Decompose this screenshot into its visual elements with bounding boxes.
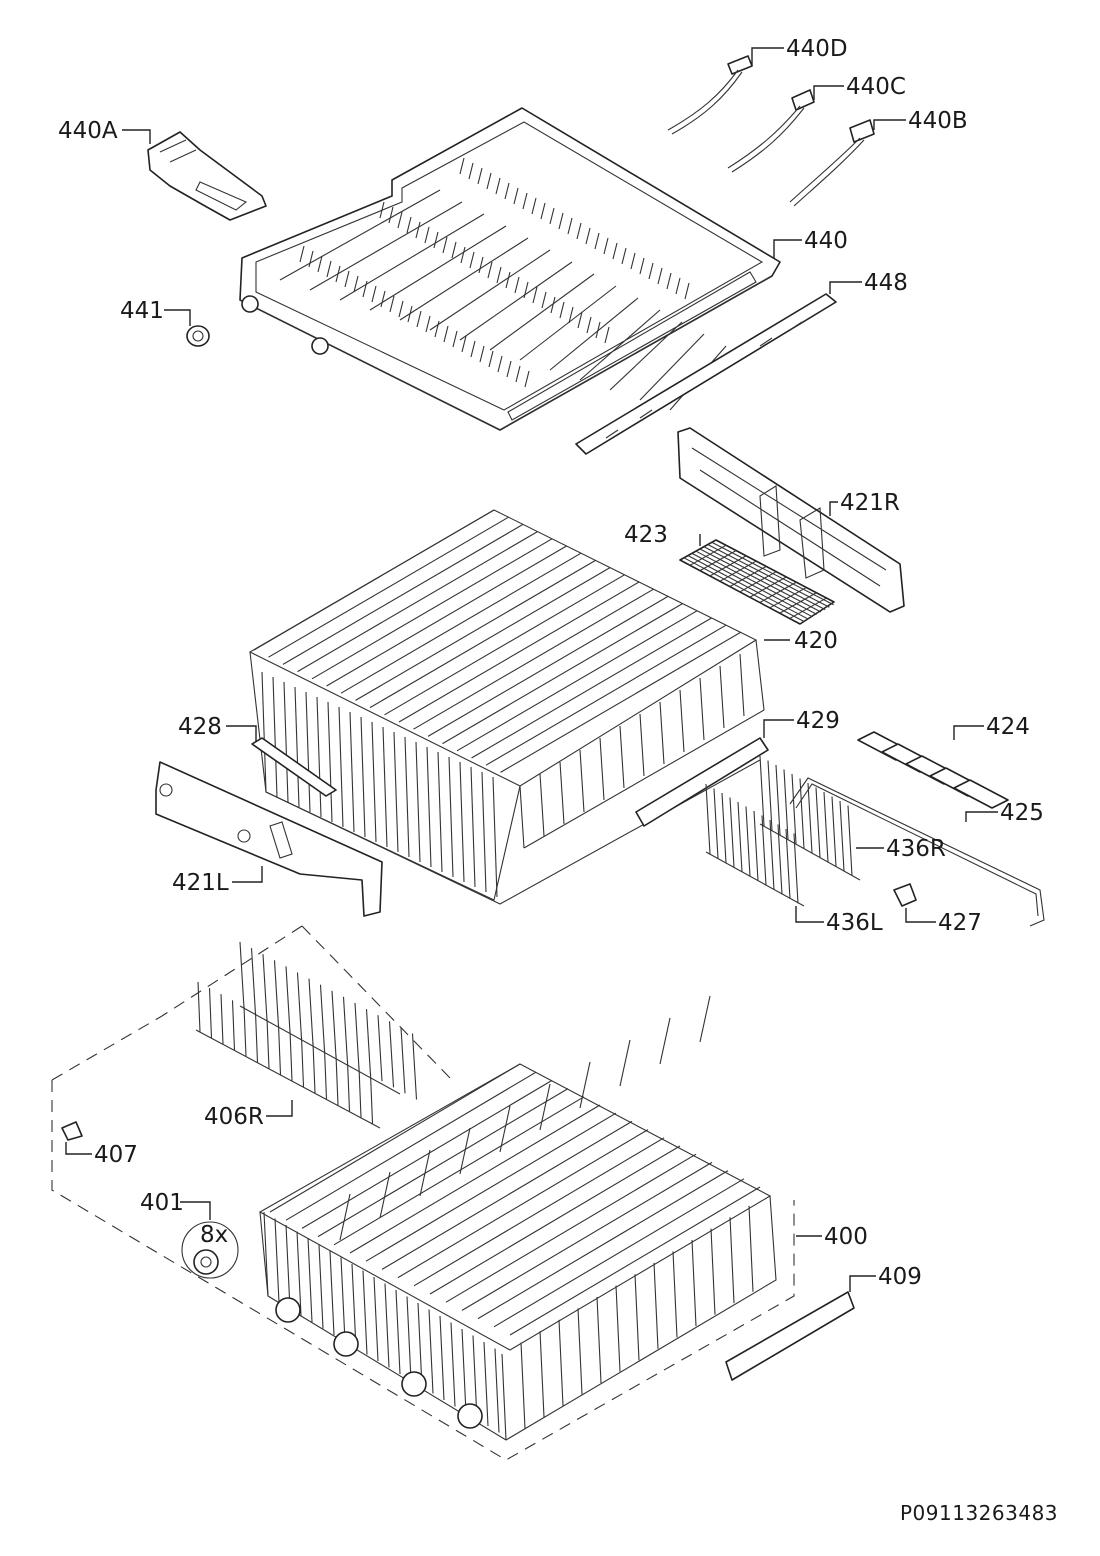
label-440C: 440C xyxy=(846,74,906,100)
label-401: 401 xyxy=(140,1190,184,1216)
part-427-clip xyxy=(893,883,917,907)
part-428-bar xyxy=(251,737,337,797)
lower-assembly-dashed-boundary xyxy=(51,925,795,1461)
label-448: 448 xyxy=(864,270,908,296)
label-406R: 406R xyxy=(204,1104,264,1130)
label-424: 424 xyxy=(986,714,1030,740)
label-423: 423 xyxy=(624,522,668,548)
part-401-wheel xyxy=(181,1221,239,1279)
leader-lines xyxy=(65,47,998,1292)
label-428: 428 xyxy=(178,714,222,740)
part-407-clip xyxy=(61,1121,83,1141)
part-429-handle xyxy=(635,737,769,827)
part-440A-clip xyxy=(147,131,267,221)
part-440B-rail xyxy=(789,119,875,207)
label-441: 441 xyxy=(120,298,164,324)
label-427: 427 xyxy=(938,910,982,936)
part-421R-rail xyxy=(677,427,905,613)
label-425: 425 xyxy=(1000,800,1044,826)
label-407: 407 xyxy=(94,1142,138,1168)
part-448-trim xyxy=(575,293,837,455)
label-436L: 436L xyxy=(826,910,883,936)
label-421R: 421R xyxy=(840,490,900,516)
quantity-note-401: 8x xyxy=(200,1222,228,1248)
part-436L-rack xyxy=(705,783,805,907)
part-425-rod xyxy=(789,777,1045,927)
label-440B: 440B xyxy=(908,108,968,134)
part-441-ring xyxy=(186,325,210,347)
label-440: 440 xyxy=(804,228,848,254)
part-409-handle xyxy=(725,1291,855,1381)
label-436R: 436R xyxy=(886,836,946,862)
label-400: 400 xyxy=(824,1224,868,1250)
label-429: 429 xyxy=(796,708,840,734)
part-424-clips xyxy=(857,731,1009,809)
part-400-lower-basket xyxy=(258,995,777,1441)
part-labels: 440D 440C 440B 440A 440 448 441 421R 423… xyxy=(58,36,1058,1525)
label-409: 409 xyxy=(878,1264,922,1290)
part-440-cutlery-tray xyxy=(239,107,781,431)
part-440C-rail xyxy=(727,89,815,173)
drawing-code: P09113263483 xyxy=(900,1501,1058,1525)
label-440A: 440A xyxy=(58,118,118,144)
part-421L-rail xyxy=(155,761,383,917)
label-420: 420 xyxy=(794,628,838,654)
label-421L: 421L xyxy=(172,870,229,896)
part-436R-rack xyxy=(759,755,861,881)
label-440D: 440D xyxy=(786,36,848,62)
part-440D-rail xyxy=(667,55,753,135)
part-423-holder xyxy=(679,539,835,625)
part-406R-plate-rack xyxy=(195,941,418,1129)
part-420-upper-basket xyxy=(248,509,765,905)
